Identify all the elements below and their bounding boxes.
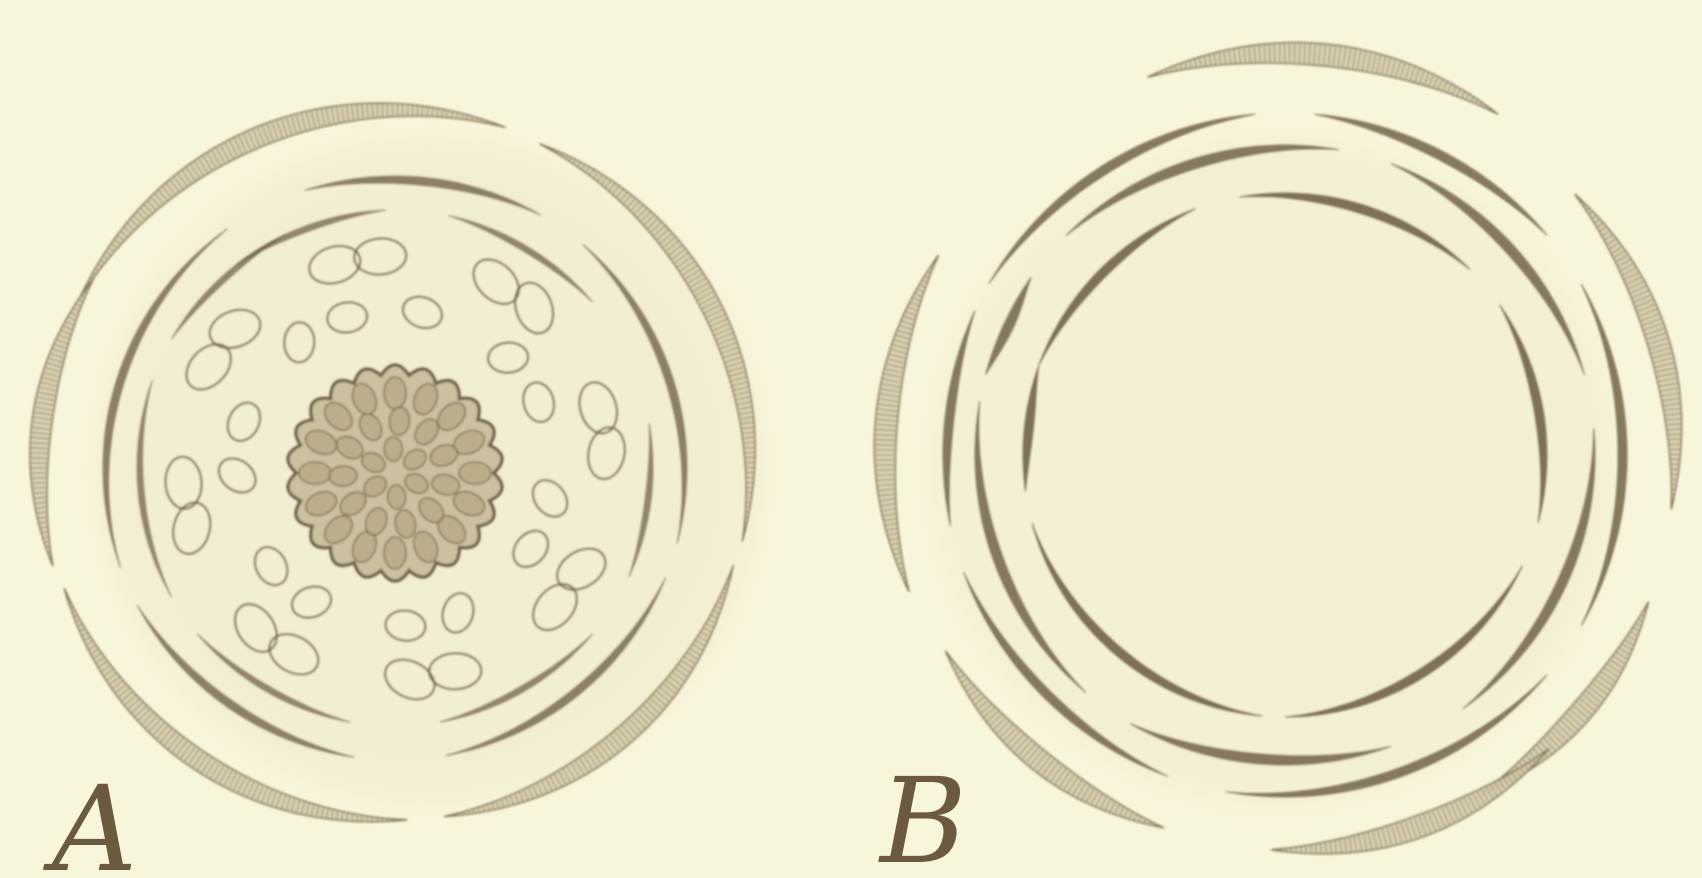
central-scale [384, 537, 406, 569]
panel-a-outer-bract-5 [30, 279, 93, 566]
panel-a-diagram [30, 103, 760, 822]
central-scale [384, 377, 406, 409]
panel-b-outer-bract-1 [1148, 43, 1499, 115]
central-scale [329, 465, 358, 487]
panel-b-outer-bract-6 [874, 255, 938, 592]
panel-a-central-body [288, 365, 502, 581]
central-scale [459, 462, 491, 484]
panel-b-label: B [878, 752, 967, 878]
central-scale [299, 462, 331, 484]
panel-b-diagram [874, 43, 1681, 854]
panel-a-label: A [43, 760, 137, 878]
